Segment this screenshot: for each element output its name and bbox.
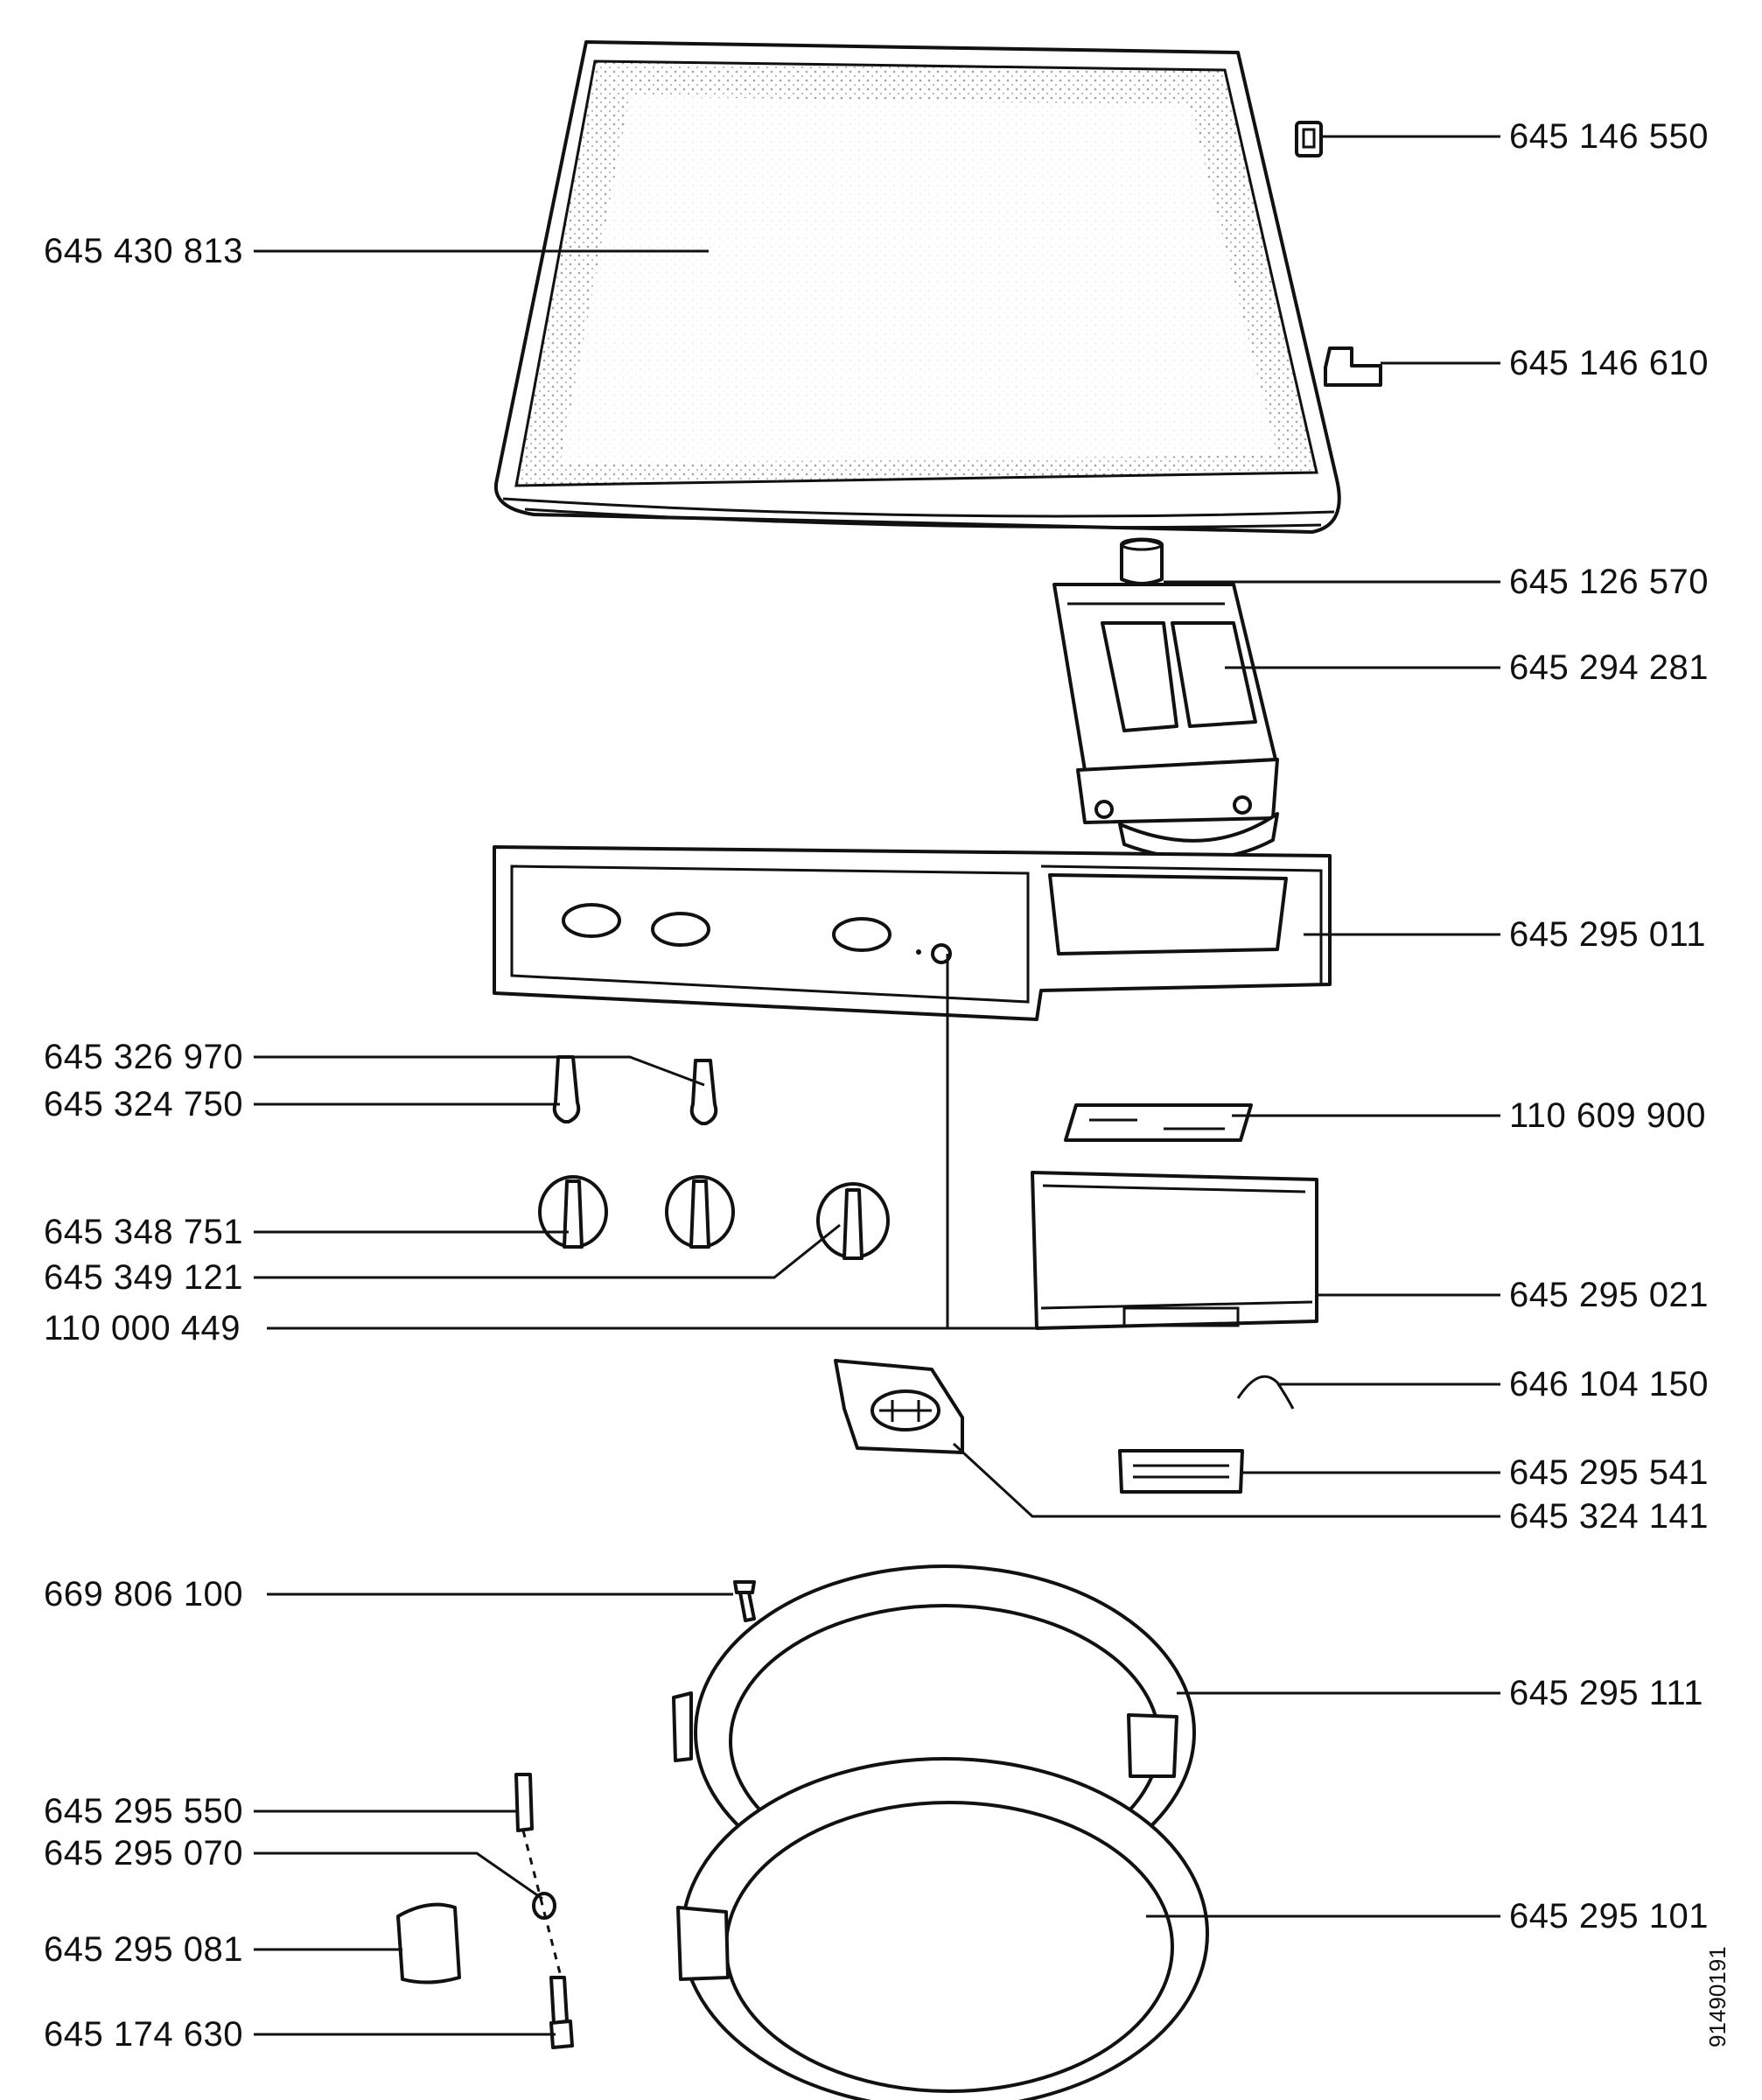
hinge-bolt xyxy=(549,1976,574,2049)
control-panel xyxy=(493,845,1332,1021)
label-panel-screw: 110 000 449 xyxy=(44,1309,241,1348)
knob-large-2 xyxy=(665,1175,735,1249)
detergent-drawer xyxy=(1052,583,1279,861)
label-door-screw: 669 806 100 xyxy=(44,1575,243,1614)
hinge-pin xyxy=(514,1773,534,1832)
label-drawer-front: 645 295 021 xyxy=(1509,1276,1709,1314)
label-door-lock: 645 324 141 xyxy=(1509,1497,1709,1536)
indicator-lens xyxy=(689,1059,718,1125)
drawer-front xyxy=(1031,1171,1318,1330)
label-push-button: 645 324 750 xyxy=(44,1085,243,1124)
drawer-handle xyxy=(1118,1449,1244,1494)
hinge-cover xyxy=(396,1902,461,1984)
door-screw xyxy=(733,1580,756,1622)
label-door-frame-inner: 645 295 101 xyxy=(1509,1897,1709,1936)
program-label xyxy=(1064,1103,1253,1142)
label-hinge-bushing: 645 295 070 xyxy=(44,1834,243,1872)
label-hinge-pin: 645 295 550 xyxy=(44,1792,243,1830)
label-hinge-clip-upper: 645 146 550 xyxy=(1509,117,1709,156)
label-hinge-cover: 645 295 081 xyxy=(44,1930,243,1969)
hinge-clip-lower xyxy=(1324,346,1382,387)
leader-lines xyxy=(254,135,1500,2036)
door-frame-inner xyxy=(676,1757,1209,2100)
label-detergent-drawer: 645 294 281 xyxy=(1509,648,1709,687)
label-knob-large: 645 348 751 xyxy=(44,1213,243,1251)
top-cover xyxy=(493,40,1341,534)
knob-small xyxy=(816,1182,890,1260)
door-lock xyxy=(834,1359,964,1454)
dispenser-cap xyxy=(1120,537,1164,585)
label-indicator-lens: 645 326 970 xyxy=(44,1038,243,1076)
label-knob-small: 645 349 121 xyxy=(44,1258,243,1297)
label-hinge-bolt: 645 174 630 xyxy=(44,2015,243,2054)
knob-large-1 xyxy=(538,1175,608,1249)
hinge-clip-upper xyxy=(1295,121,1323,158)
spring-clip xyxy=(1236,1375,1295,1410)
label-spring-clip: 646 104 150 xyxy=(1509,1365,1709,1404)
label-drawer-handle: 645 295 541 xyxy=(1509,1453,1709,1492)
push-button xyxy=(552,1055,581,1124)
label-top-cover: 645 430 813 xyxy=(44,232,243,270)
label-program-label: 110 609 900 xyxy=(1509,1096,1706,1135)
label-dispenser-cap: 645 126 570 xyxy=(1509,563,1709,601)
document-number: 91490191 xyxy=(1704,1946,1731,2048)
label-control-panel: 645 295 011 xyxy=(1509,915,1706,954)
label-door-frame-outer: 645 295 111 xyxy=(1509,1674,1704,1712)
hinge-bushing xyxy=(532,1892,556,1920)
label-hinge-clip-lower: 645 146 610 xyxy=(1509,344,1709,382)
